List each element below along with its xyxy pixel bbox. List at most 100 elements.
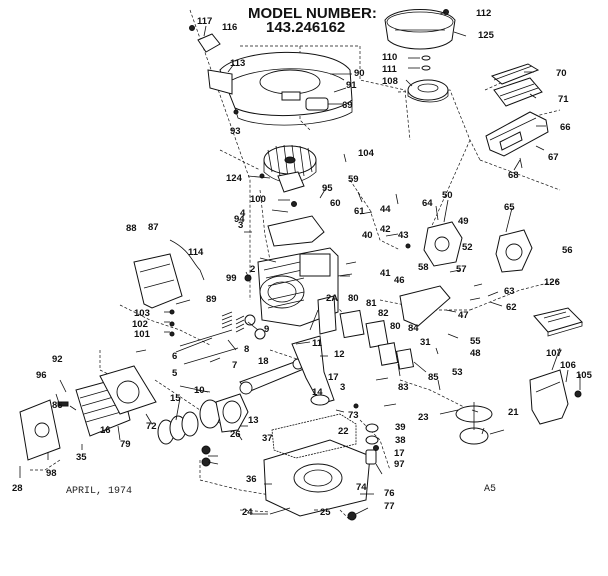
callout-22: 22 <box>338 426 349 437</box>
callout-7: 7 <box>232 360 237 371</box>
callout-61: 61 <box>354 206 365 217</box>
callout-21: 21 <box>508 407 519 418</box>
callout-81: 81 <box>366 298 377 309</box>
callout-66: 66 <box>560 122 571 133</box>
ignition-module <box>277 171 305 193</box>
revision-date: APRIL, 1974 <box>66 486 133 497</box>
callout-38: 38 <box>395 435 406 446</box>
callout-76: 76 <box>384 488 395 499</box>
leader-lines <box>47 11 581 515</box>
callout-4: 4 <box>240 208 246 219</box>
callout-111: 111 <box>382 64 398 75</box>
callout-28: 28 <box>12 483 23 494</box>
callout-41: 41 <box>380 268 391 279</box>
callout-9: 9 <box>264 324 269 335</box>
callout-112: 112 <box>476 8 491 19</box>
callout-11: 11 <box>312 338 323 349</box>
callout-13: 13 <box>248 415 259 426</box>
callout-107: 107 <box>546 348 562 359</box>
callout-100: 100 <box>250 194 266 205</box>
callout-24: 24 <box>242 507 253 518</box>
callout-56: 56 <box>562 245 573 256</box>
callout-104: 104 <box>358 148 375 159</box>
callout-105: 105 <box>576 370 593 381</box>
callout-70: 70 <box>556 68 567 79</box>
callout-113: 113 <box>230 58 245 69</box>
callout-18: 18 <box>258 356 269 367</box>
callout-67: 67 <box>548 152 559 163</box>
callout-88: 88 <box>126 223 137 234</box>
callout-25: 25 <box>320 507 331 518</box>
callout-57: 57 <box>456 264 467 275</box>
air-cleaner <box>485 63 549 157</box>
callout-10: 10 <box>194 385 205 396</box>
callout-31: 31 <box>420 337 431 348</box>
governor-gear <box>455 402 493 445</box>
callout-35: 35 <box>76 452 87 463</box>
callout-89: 89 <box>206 294 217 305</box>
callout-116: 116 <box>222 22 237 33</box>
callout-60: 60 <box>330 198 341 209</box>
control-bracket <box>399 285 451 327</box>
carburetor <box>423 221 533 273</box>
callout-47: 47 <box>458 310 469 321</box>
callout-23: 23 <box>418 412 429 423</box>
callout-90: 90 <box>354 68 365 79</box>
starter-pulley <box>407 55 449 103</box>
callout-87: 87 <box>148 222 159 233</box>
callout-58: 58 <box>418 262 429 273</box>
fasteners <box>19 25 523 515</box>
callout-124: 124 <box>226 173 243 184</box>
callout-101: 101 <box>134 329 151 340</box>
callout-80: 80 <box>390 321 401 332</box>
page-code: A5 <box>484 484 497 495</box>
callout-44: 44 <box>380 204 391 215</box>
callout-114: 114 <box>188 247 204 258</box>
piston-rings <box>157 393 249 445</box>
crankcase-base <box>263 413 371 517</box>
callout-3: 3 <box>238 220 243 231</box>
callout-117: 117 <box>197 16 212 27</box>
callout-82: 82 <box>378 308 389 319</box>
callout-80: 80 <box>348 293 359 304</box>
callout-71: 71 <box>558 94 569 105</box>
callout-14: 14 <box>312 387 323 398</box>
callout-42: 42 <box>380 224 391 235</box>
callout-94: 94 <box>234 214 245 225</box>
callout-96: 96 <box>36 370 47 381</box>
callout-37: 37 <box>262 433 273 444</box>
flywheel <box>263 144 317 183</box>
callout-2A: 2A <box>326 293 338 304</box>
drain-plug-parts <box>347 423 379 521</box>
callout-64: 64 <box>422 198 433 209</box>
callout-69: 69 <box>342 100 353 111</box>
callout-3: 3 <box>340 382 345 393</box>
callout-55: 55 <box>470 336 481 347</box>
callout-125: 125 <box>478 30 495 41</box>
callout-53: 53 <box>452 367 463 378</box>
callout-86: 86 <box>52 400 63 411</box>
callout-98: 98 <box>46 468 57 479</box>
callout-49: 49 <box>458 216 469 227</box>
callout-97: 97 <box>394 459 405 470</box>
muffler <box>529 369 582 425</box>
callout-labels: 1171161121251101111081139091936970716667… <box>12 8 593 518</box>
bracket-116 <box>197 33 221 53</box>
callout-39: 39 <box>395 422 406 433</box>
callout-106: 106 <box>560 360 576 371</box>
callout-16: 16 <box>100 425 111 436</box>
callout-79: 79 <box>120 439 131 450</box>
callout-72: 72 <box>146 421 157 432</box>
starter-cover <box>384 9 456 50</box>
callout-108: 108 <box>382 76 398 87</box>
valve-train <box>179 274 266 365</box>
callout-6: 6 <box>172 351 177 362</box>
callout-5: 5 <box>172 368 178 379</box>
callout-110: 110 <box>382 52 397 63</box>
callout-63: 63 <box>504 286 515 297</box>
breather-assembly <box>317 295 415 370</box>
callout-26: 26 <box>230 429 241 440</box>
callout-36: 36 <box>246 474 257 485</box>
